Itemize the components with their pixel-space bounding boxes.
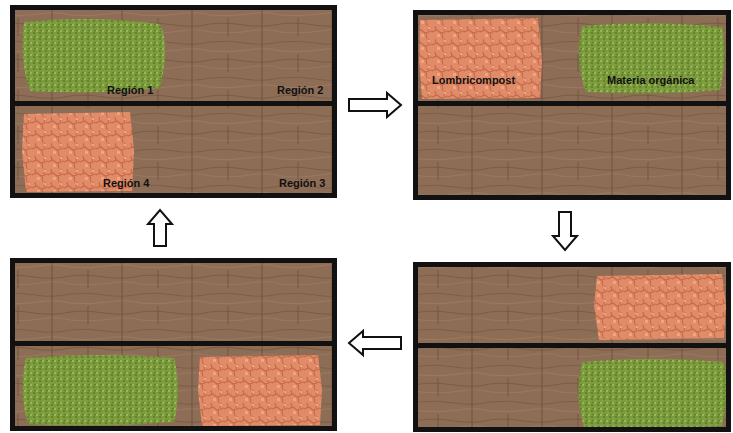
floor-panel: [413, 262, 731, 432]
divider: [10, 101, 337, 106]
region-label: Región 4: [103, 177, 149, 190]
divider: [413, 343, 731, 348]
flow-arrow: [349, 331, 401, 355]
region-label: Región 1: [107, 84, 153, 97]
region-label: Región 3: [279, 177, 325, 190]
region-label: Materia orgánica: [607, 74, 694, 87]
floor-panel: [413, 10, 731, 200]
organic-matter-patch: [22, 355, 178, 426]
floor-panel: Lombricompost Materia orgánica: [413, 10, 731, 200]
flow-arrow: [553, 212, 577, 250]
region-label: Lombricompost: [432, 74, 515, 87]
wood-ground: [413, 10, 731, 200]
region-label: Región 2: [277, 84, 323, 97]
divider: [10, 341, 337, 346]
wood-ground: [10, 258, 337, 431]
vermicompost-patch: [419, 18, 542, 99]
wood-ground: [10, 5, 337, 198]
floor-panel: Región 1 Región 2 Región 4 Región 3: [10, 5, 337, 198]
organic-matter-patch: [22, 19, 165, 93]
wood-ground: [413, 262, 731, 432]
floor-panel: [10, 258, 337, 431]
floor-panel: [413, 262, 731, 432]
divider: [413, 101, 731, 106]
floor-panel: [10, 5, 337, 198]
floor-panel: [10, 258, 337, 431]
flow-arrow: [148, 210, 172, 246]
organic-matter-patch: [578, 359, 726, 428]
vermicompost-patch: [198, 355, 322, 426]
organic-matter-patch: [579, 23, 725, 93]
vermicompost-patch: [594, 274, 726, 340]
flow-arrow: [349, 93, 401, 117]
